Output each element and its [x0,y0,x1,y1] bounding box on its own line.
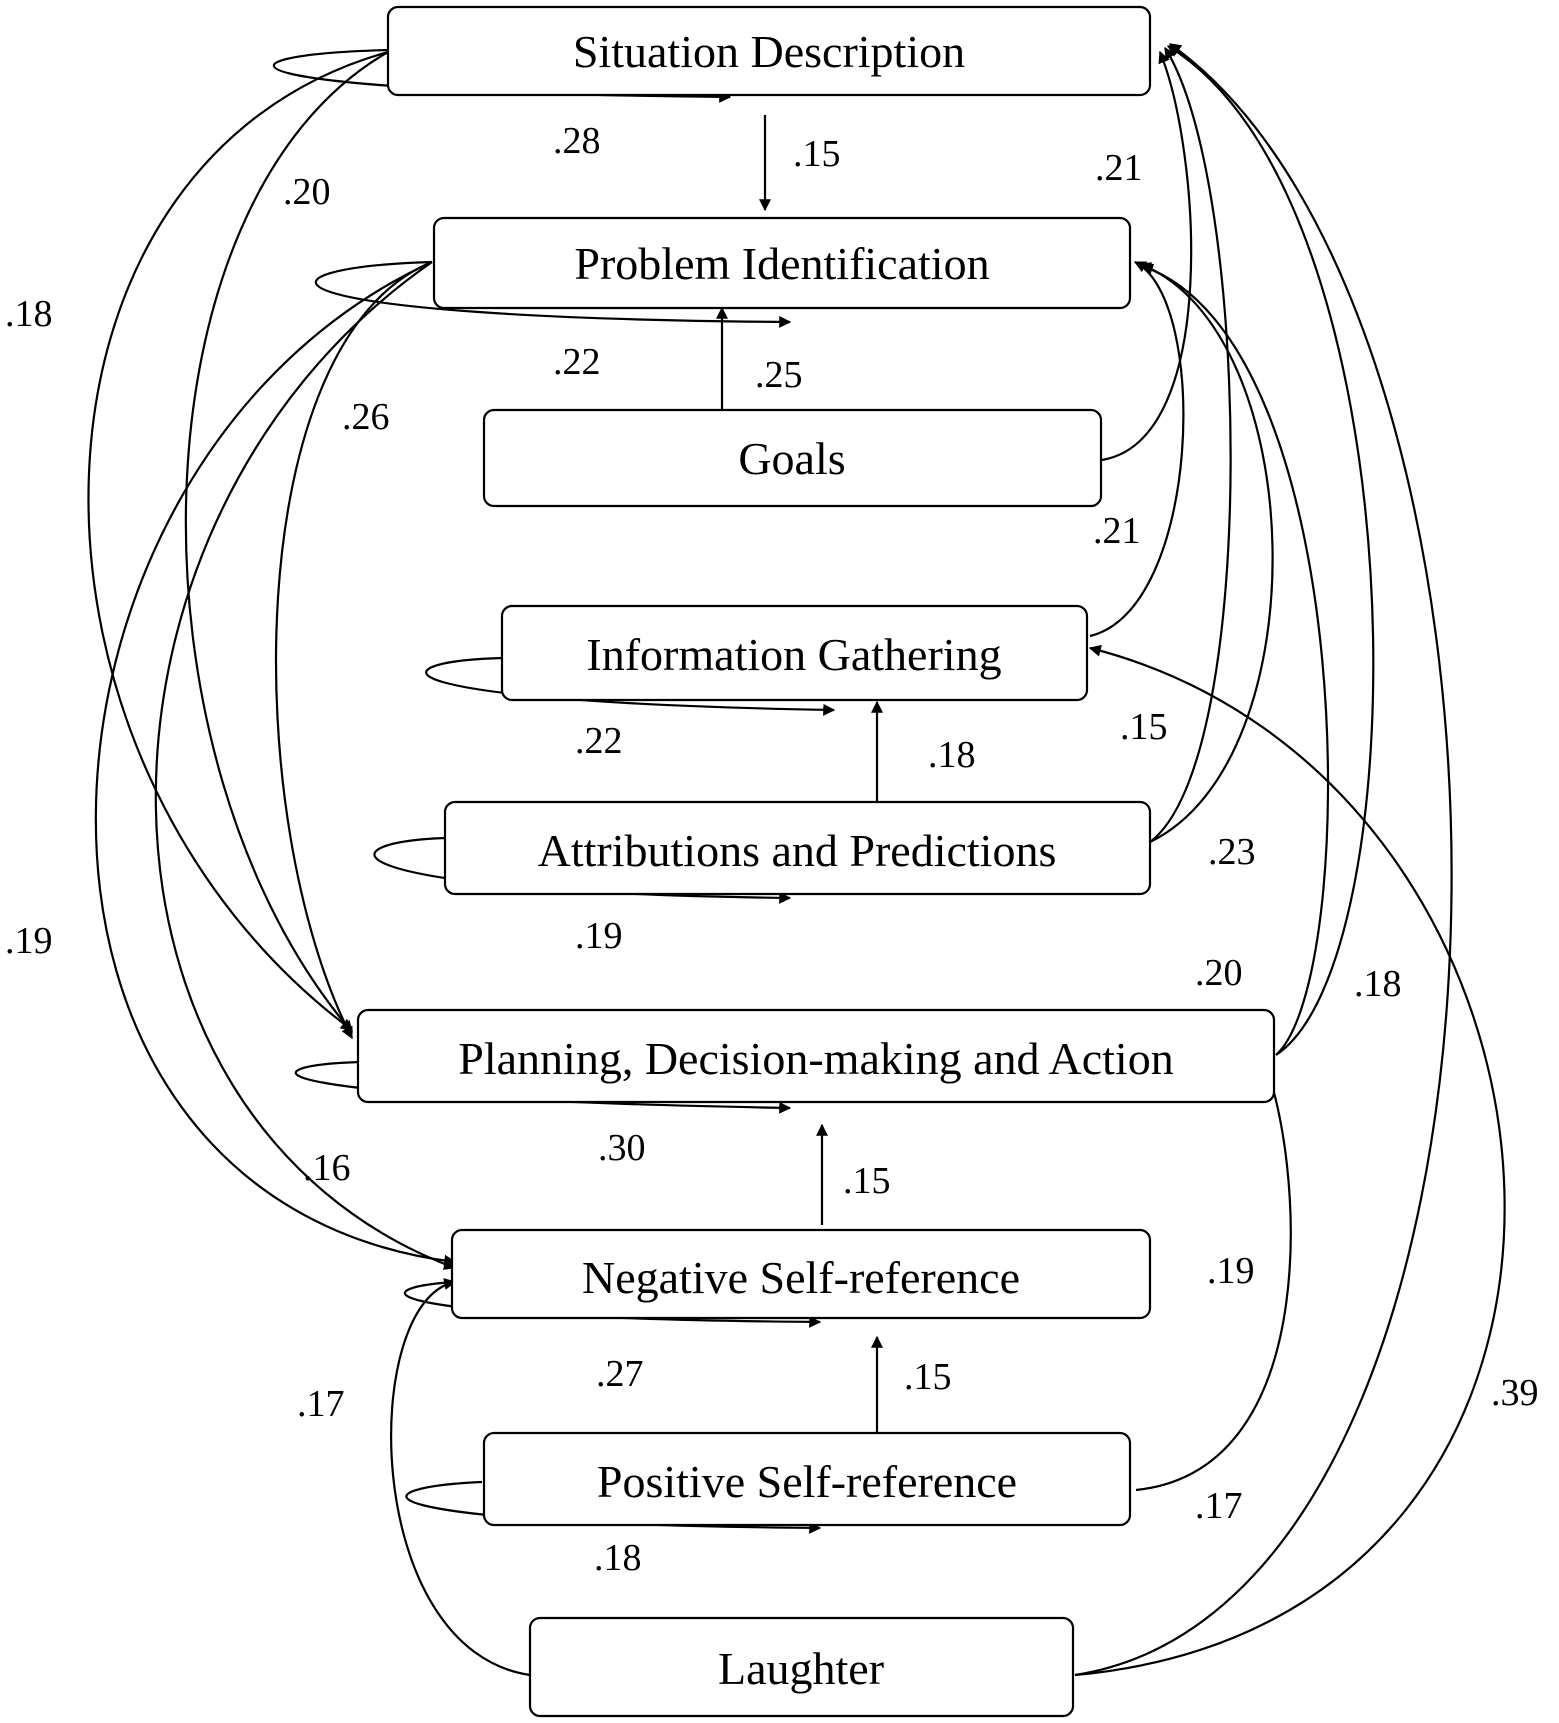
nodes: Situation Description Problem Identifica… [356,5,1276,1718]
coef-goals-prob: .25 [755,354,803,396]
node-positive: Positive Self-reference [482,1431,1132,1527]
node-label-planning: Planning, Decision-making and Action [458,1033,1173,1084]
coef-pos-self: .18 [594,1537,642,1579]
coef-pos-plan: .19 [1207,1250,1255,1292]
node-problem: Problem Identification [432,216,1132,310]
coef-plan-self: .30 [598,1127,646,1169]
coef-pos-neg: .15 [904,1356,952,1398]
edge-attrib-sit [1149,46,1232,843]
edge-laugh-sit [1074,43,1453,1677]
node-label-attrib: Attributions and Predictions [538,825,1057,876]
coef-plan-prob2: .18 [1354,963,1402,1005]
node-label-laughter: Laughter [718,1643,884,1694]
node-goals: Goals [482,408,1103,508]
node-negative: Negative Self-reference [450,1228,1152,1320]
coef-prob-self: .22 [553,341,601,383]
edges [87,43,1506,1677]
edge-attrib-prob [1138,262,1274,843]
edge-info-prob [1089,261,1185,638]
coef-attrib-self: .19 [575,915,623,957]
coef-laugh-neg: .17 [297,1383,345,1425]
node-label-situation: Situation Description [573,26,965,77]
coef-laugh-info: .39 [1491,1372,1539,1414]
coef-attrib-info: .18 [928,734,976,776]
edge-prob-neg [94,261,457,1267]
coef-sit-self: .28 [553,120,601,162]
coef-laugh-sit: .17 [1195,1485,1243,1527]
node-label-problem: Problem Identification [574,238,989,289]
coefficients: .28 .15 .22 .25 .21 .22 .21 .18 .19 .15 … [5,120,1539,1579]
coef-sit-plan: .18 [5,293,53,335]
coef-info-prob: .21 [1093,510,1141,552]
coef-neg-plan: .15 [843,1160,891,1202]
coef-neg-self: .27 [596,1353,644,1395]
node-label-goals: Goals [738,433,845,484]
node-label-positive: Positive Self-reference [597,1456,1017,1507]
edge-prob-plan [274,260,433,1040]
node-label-info: Information Gathering [586,629,1001,680]
coef-sit-neg: .16 [303,1147,351,1189]
coef-goals-sit: .21 [1095,147,1143,189]
coef-prob-plan: .26 [342,396,390,438]
edge-sit-plan-2 [184,51,389,1033]
coef-plan-prob: .20 [1195,952,1243,994]
edge-info-self [425,656,836,716]
coef-attrib-sit: .15 [1120,706,1168,748]
edge-sit-plan [87,50,389,1031]
coef-attrib-prob: .23 [1208,831,1256,873]
coef-info-self: .22 [575,720,623,762]
coef-prob-neg: .19 [5,920,53,962]
node-label-negative: Negative Self-reference [582,1252,1020,1303]
coef-plan-sit: .20 [283,171,331,213]
node-attrib: Attributions and Predictions [443,800,1152,896]
edge-laugh-neg [390,1278,531,1677]
coef-sit-prob: .15 [793,133,841,175]
edge-goals-sit [1101,50,1193,462]
node-info: Information Gathering [500,604,1089,702]
edge-laugh-info [1074,644,1506,1677]
edge-prob-self [314,260,792,328]
node-laughter: Laughter [528,1616,1075,1718]
edge-pos-plan [1135,1063,1292,1492]
node-situation: Situation Description [386,5,1152,97]
edge-plan-prob [1140,263,1330,1056]
edge-plan-sit [1166,45,1375,1056]
node-planning: Planning, Decision-making and Action [356,1008,1276,1104]
edge-sit-neg [154,261,457,1270]
